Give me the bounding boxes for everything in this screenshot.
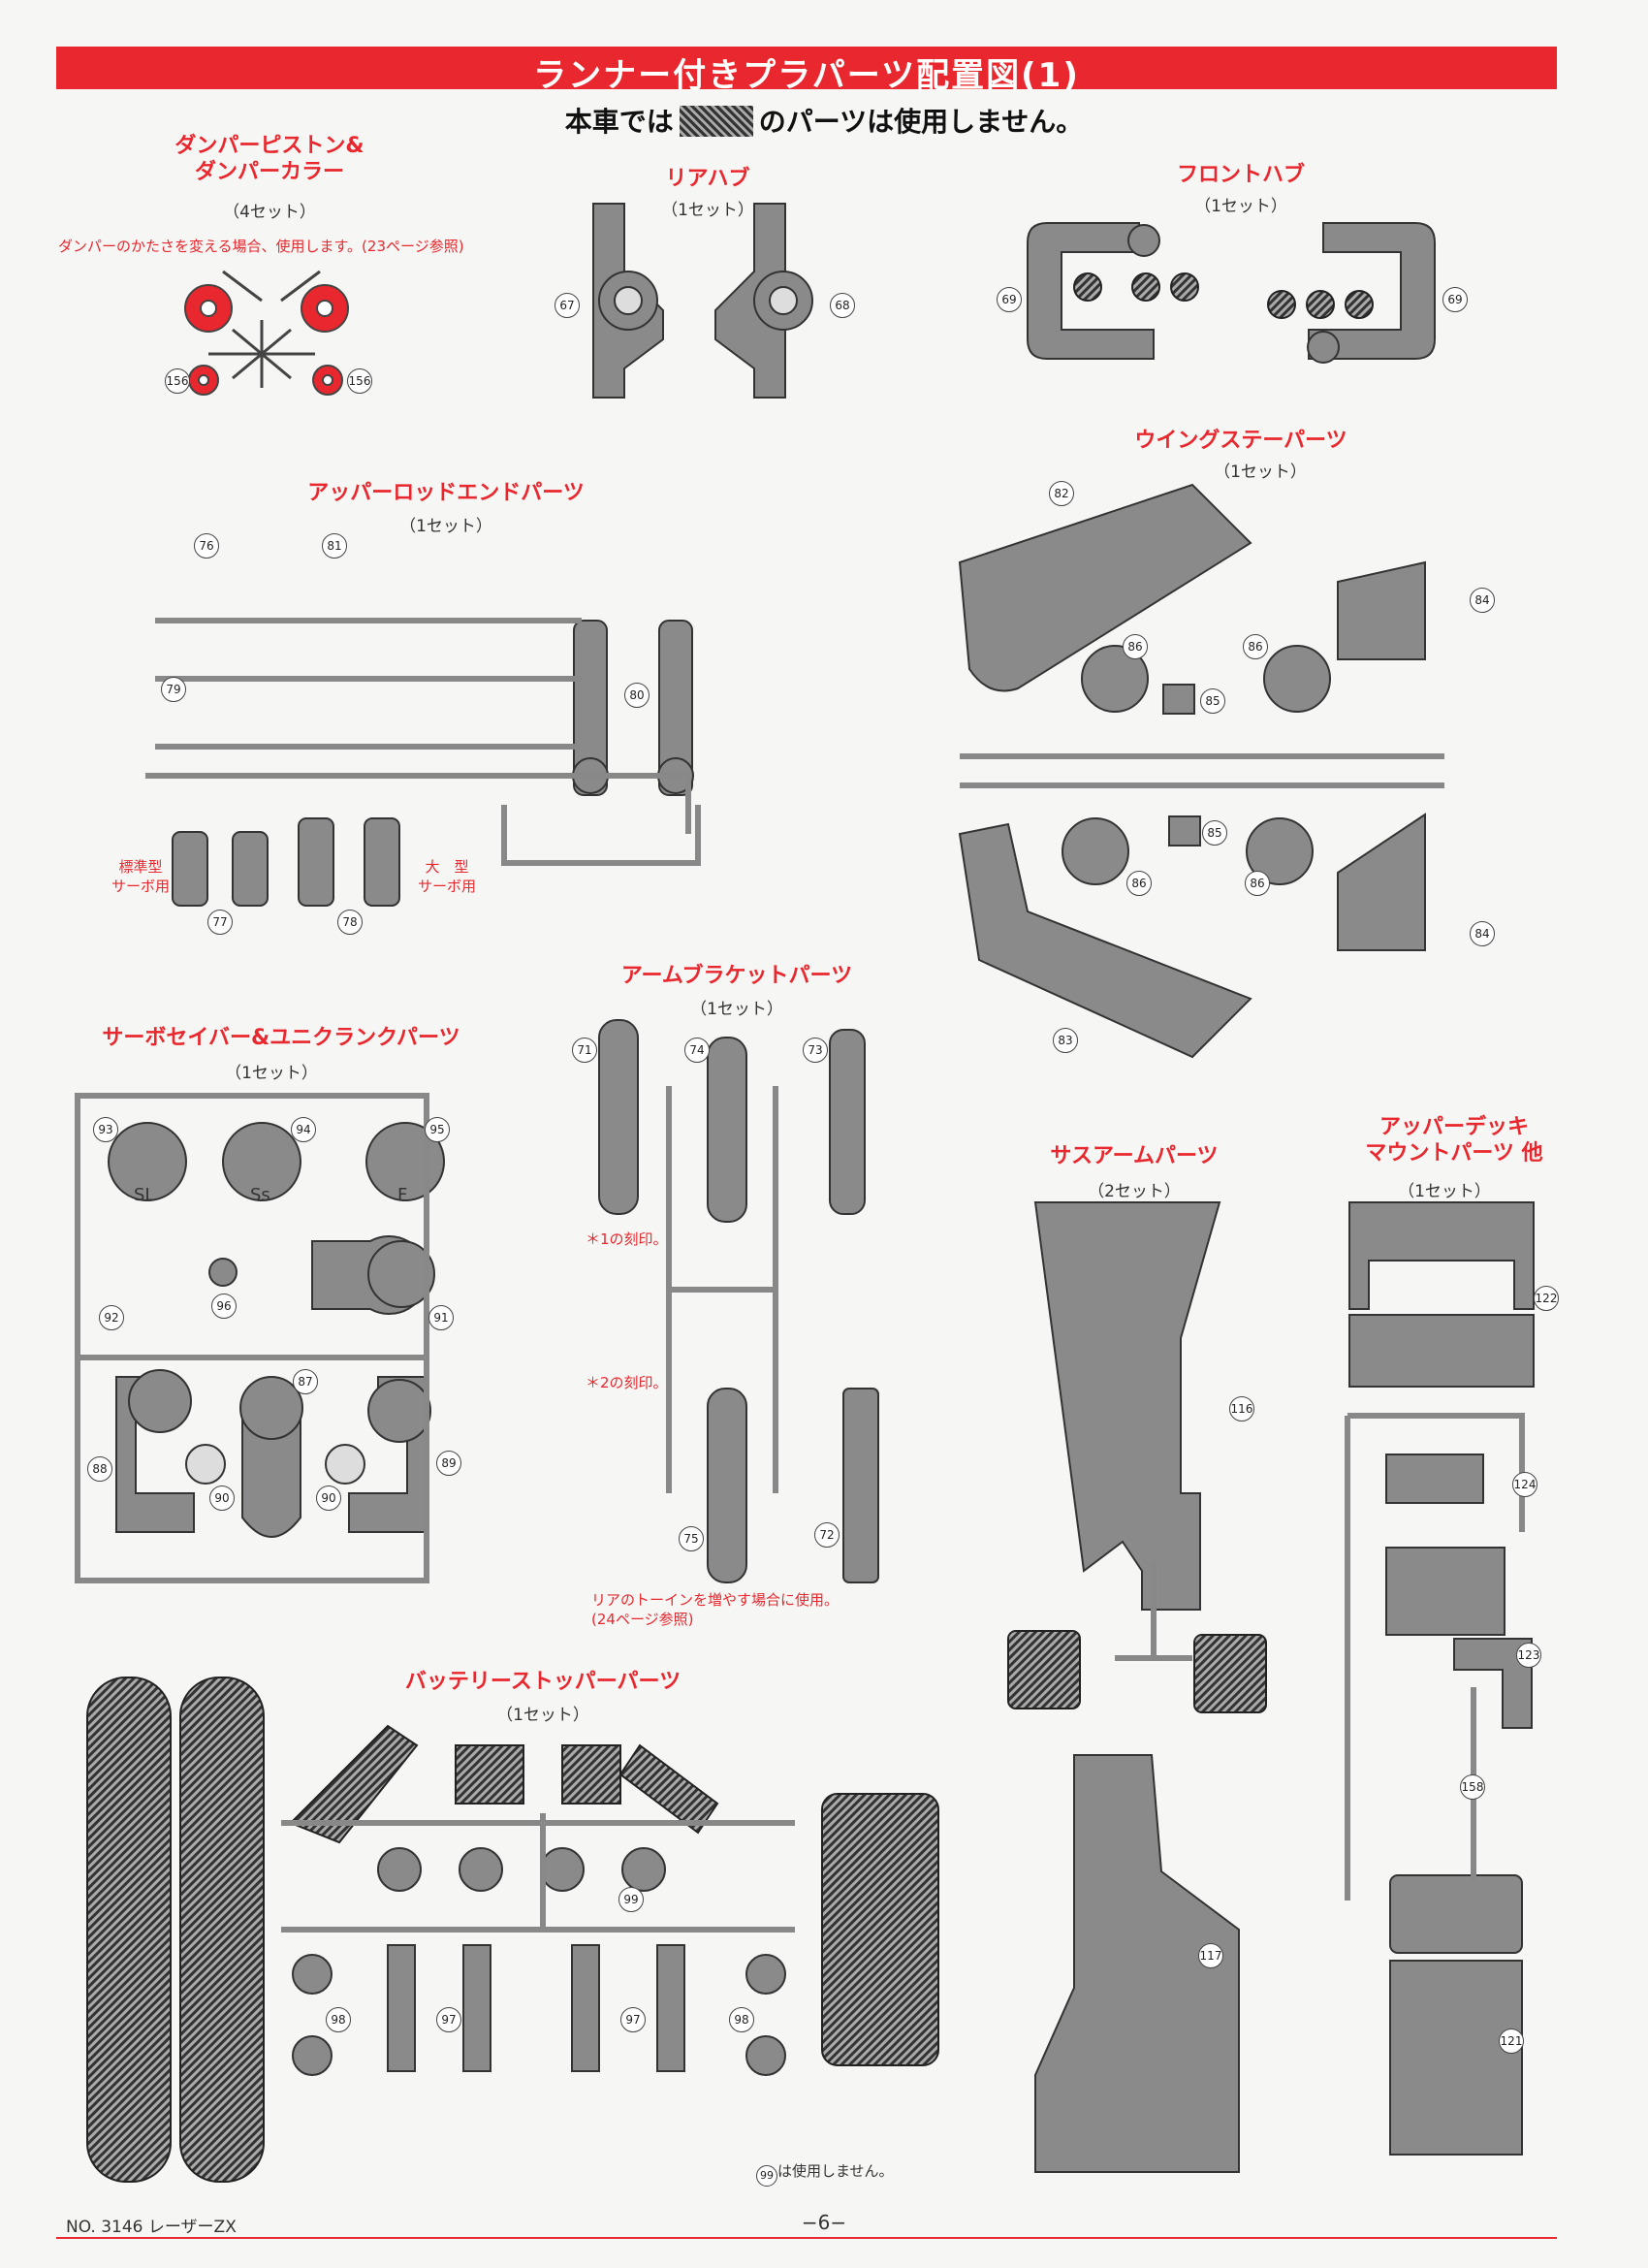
part-number: 86 (1245, 871, 1270, 896)
part-number: 82 (1049, 481, 1074, 506)
large-servo-label: 大 型 サーボ用 (417, 858, 476, 896)
unused-notice: 本車ではのパーツは使用しません。 (564, 106, 1084, 138)
toe-note: リアのトーインを増やす場合に使用。 (24ページ参照) (591, 1591, 840, 1629)
rear-hub-title: リアハブ (665, 167, 750, 191)
part-number: 85 (1200, 688, 1225, 714)
battery-count: （1セット） (496, 1706, 589, 1725)
mark-ss: Ss (250, 1185, 270, 1205)
part-number: 97 (436, 2007, 461, 2032)
footer-model: NO. 3146 レーザーZX (66, 2218, 237, 2237)
part-number: 86 (1243, 634, 1268, 659)
part-number: 97 (620, 2007, 646, 2032)
part-number: 68 (830, 293, 855, 318)
part-number: 116 (1229, 1396, 1254, 1421)
part-number: 96 (211, 1294, 237, 1319)
part-number: 90 (316, 1485, 341, 1511)
part-number: 83 (1053, 1028, 1078, 1053)
part-number: 99 (618, 1887, 644, 1912)
unused-hatch-swatch (679, 106, 753, 137)
front-hub-count: （1セット） (1194, 197, 1287, 216)
footer-rule (56, 2237, 1557, 2239)
rear-hub-count: （1セット） (661, 201, 754, 220)
part-number: 76 (194, 533, 219, 559)
part-number: 121 (1499, 2028, 1524, 2054)
part-number: 117 (1198, 1943, 1223, 1968)
part-number: 75 (679, 1526, 704, 1551)
part-number: 92 (99, 1305, 124, 1330)
page-number: −6− (801, 2211, 847, 2234)
part-number: 71 (572, 1038, 597, 1063)
part-number: 94 (291, 1117, 316, 1142)
part-number: 86 (1126, 871, 1152, 896)
upper-deck-count: （1セット） (1398, 1182, 1491, 1201)
damper-count: （4セット） (223, 203, 316, 222)
part-number: 69 (997, 287, 1022, 312)
part-number: 72 (814, 1522, 840, 1548)
mark-f: F (397, 1185, 408, 1205)
part-number: 91 (428, 1305, 454, 1330)
part-number: 156 (347, 368, 372, 394)
part-number: 90 (209, 1485, 235, 1511)
servo-saver-count: （1セット） (225, 1064, 318, 1083)
mark1-note: ＊1の刻印。 (586, 1230, 668, 1248)
wing-stay-title: ウイングステーパーツ (1134, 429, 1347, 453)
arm-bracket-count: （1セット） (690, 1000, 783, 1019)
part-number: 98 (326, 2007, 351, 2032)
part-number: 87 (293, 1369, 318, 1394)
part-number: 95 (425, 1117, 450, 1142)
upper-rod-count: （1セット） (399, 517, 492, 536)
servo-saver-title: サーボセイバー&ユニクランクパーツ (102, 1026, 460, 1050)
part-number: 84 (1470, 588, 1495, 613)
part-number: 156 (165, 368, 190, 394)
front-hub-title: フロントハブ (1176, 163, 1305, 187)
part-number: 79 (161, 677, 186, 702)
part-number: 80 (624, 683, 650, 708)
part-number: 78 (337, 910, 363, 935)
std-servo-label: 標準型 サーボ用 (111, 858, 170, 896)
part-number: 67 (555, 293, 580, 318)
part-number: 88 (87, 1456, 112, 1482)
damper-title: ダンパーピストン&ダンパーカラー (174, 134, 364, 184)
part-number: 89 (436, 1451, 461, 1476)
arm-bracket-title: アームブラケットパーツ (620, 964, 853, 988)
part-number: 86 (1123, 634, 1148, 659)
damper-note: ダンパーのかたさを変える場合、使用します。(23ページ参照) (58, 238, 464, 255)
upper-rod-title: アッパーロッドエンドパーツ (307, 481, 585, 505)
part-number: 122 (1534, 1286, 1559, 1311)
part-number: 98 (729, 2007, 754, 2032)
upper-deck-title: アッパーデッキマウントパーツ 他 (1365, 1115, 1543, 1166)
title-banner: ランナー付きプラパーツ配置図(1) (56, 47, 1557, 95)
part-number: 124 (1512, 1472, 1537, 1497)
mark-sl: SL (134, 1185, 155, 1205)
wing-stay-count: （1セット） (1214, 463, 1307, 482)
sus-arm-title: サスアームパーツ (1050, 1144, 1219, 1168)
part-number: 77 (207, 910, 233, 935)
part-number: 84 (1470, 921, 1495, 946)
part-number: 81 (322, 533, 347, 559)
page-title: ランナー付きプラパーツ配置図(1) (533, 56, 1080, 95)
part-number: 158 (1460, 1774, 1485, 1800)
mark2-note: ＊2の刻印。 (586, 1374, 668, 1391)
sus-arm-count: （2セット） (1088, 1182, 1181, 1201)
part-number: 74 (684, 1038, 710, 1063)
part-number: 93 (93, 1117, 118, 1142)
part-number: 69 (1442, 287, 1468, 312)
battery-title: バッテリーストッパーパーツ (404, 1670, 681, 1694)
part-number: 73 (803, 1038, 828, 1063)
part-number: 85 (1202, 820, 1227, 846)
part-number: 123 (1516, 1643, 1541, 1668)
